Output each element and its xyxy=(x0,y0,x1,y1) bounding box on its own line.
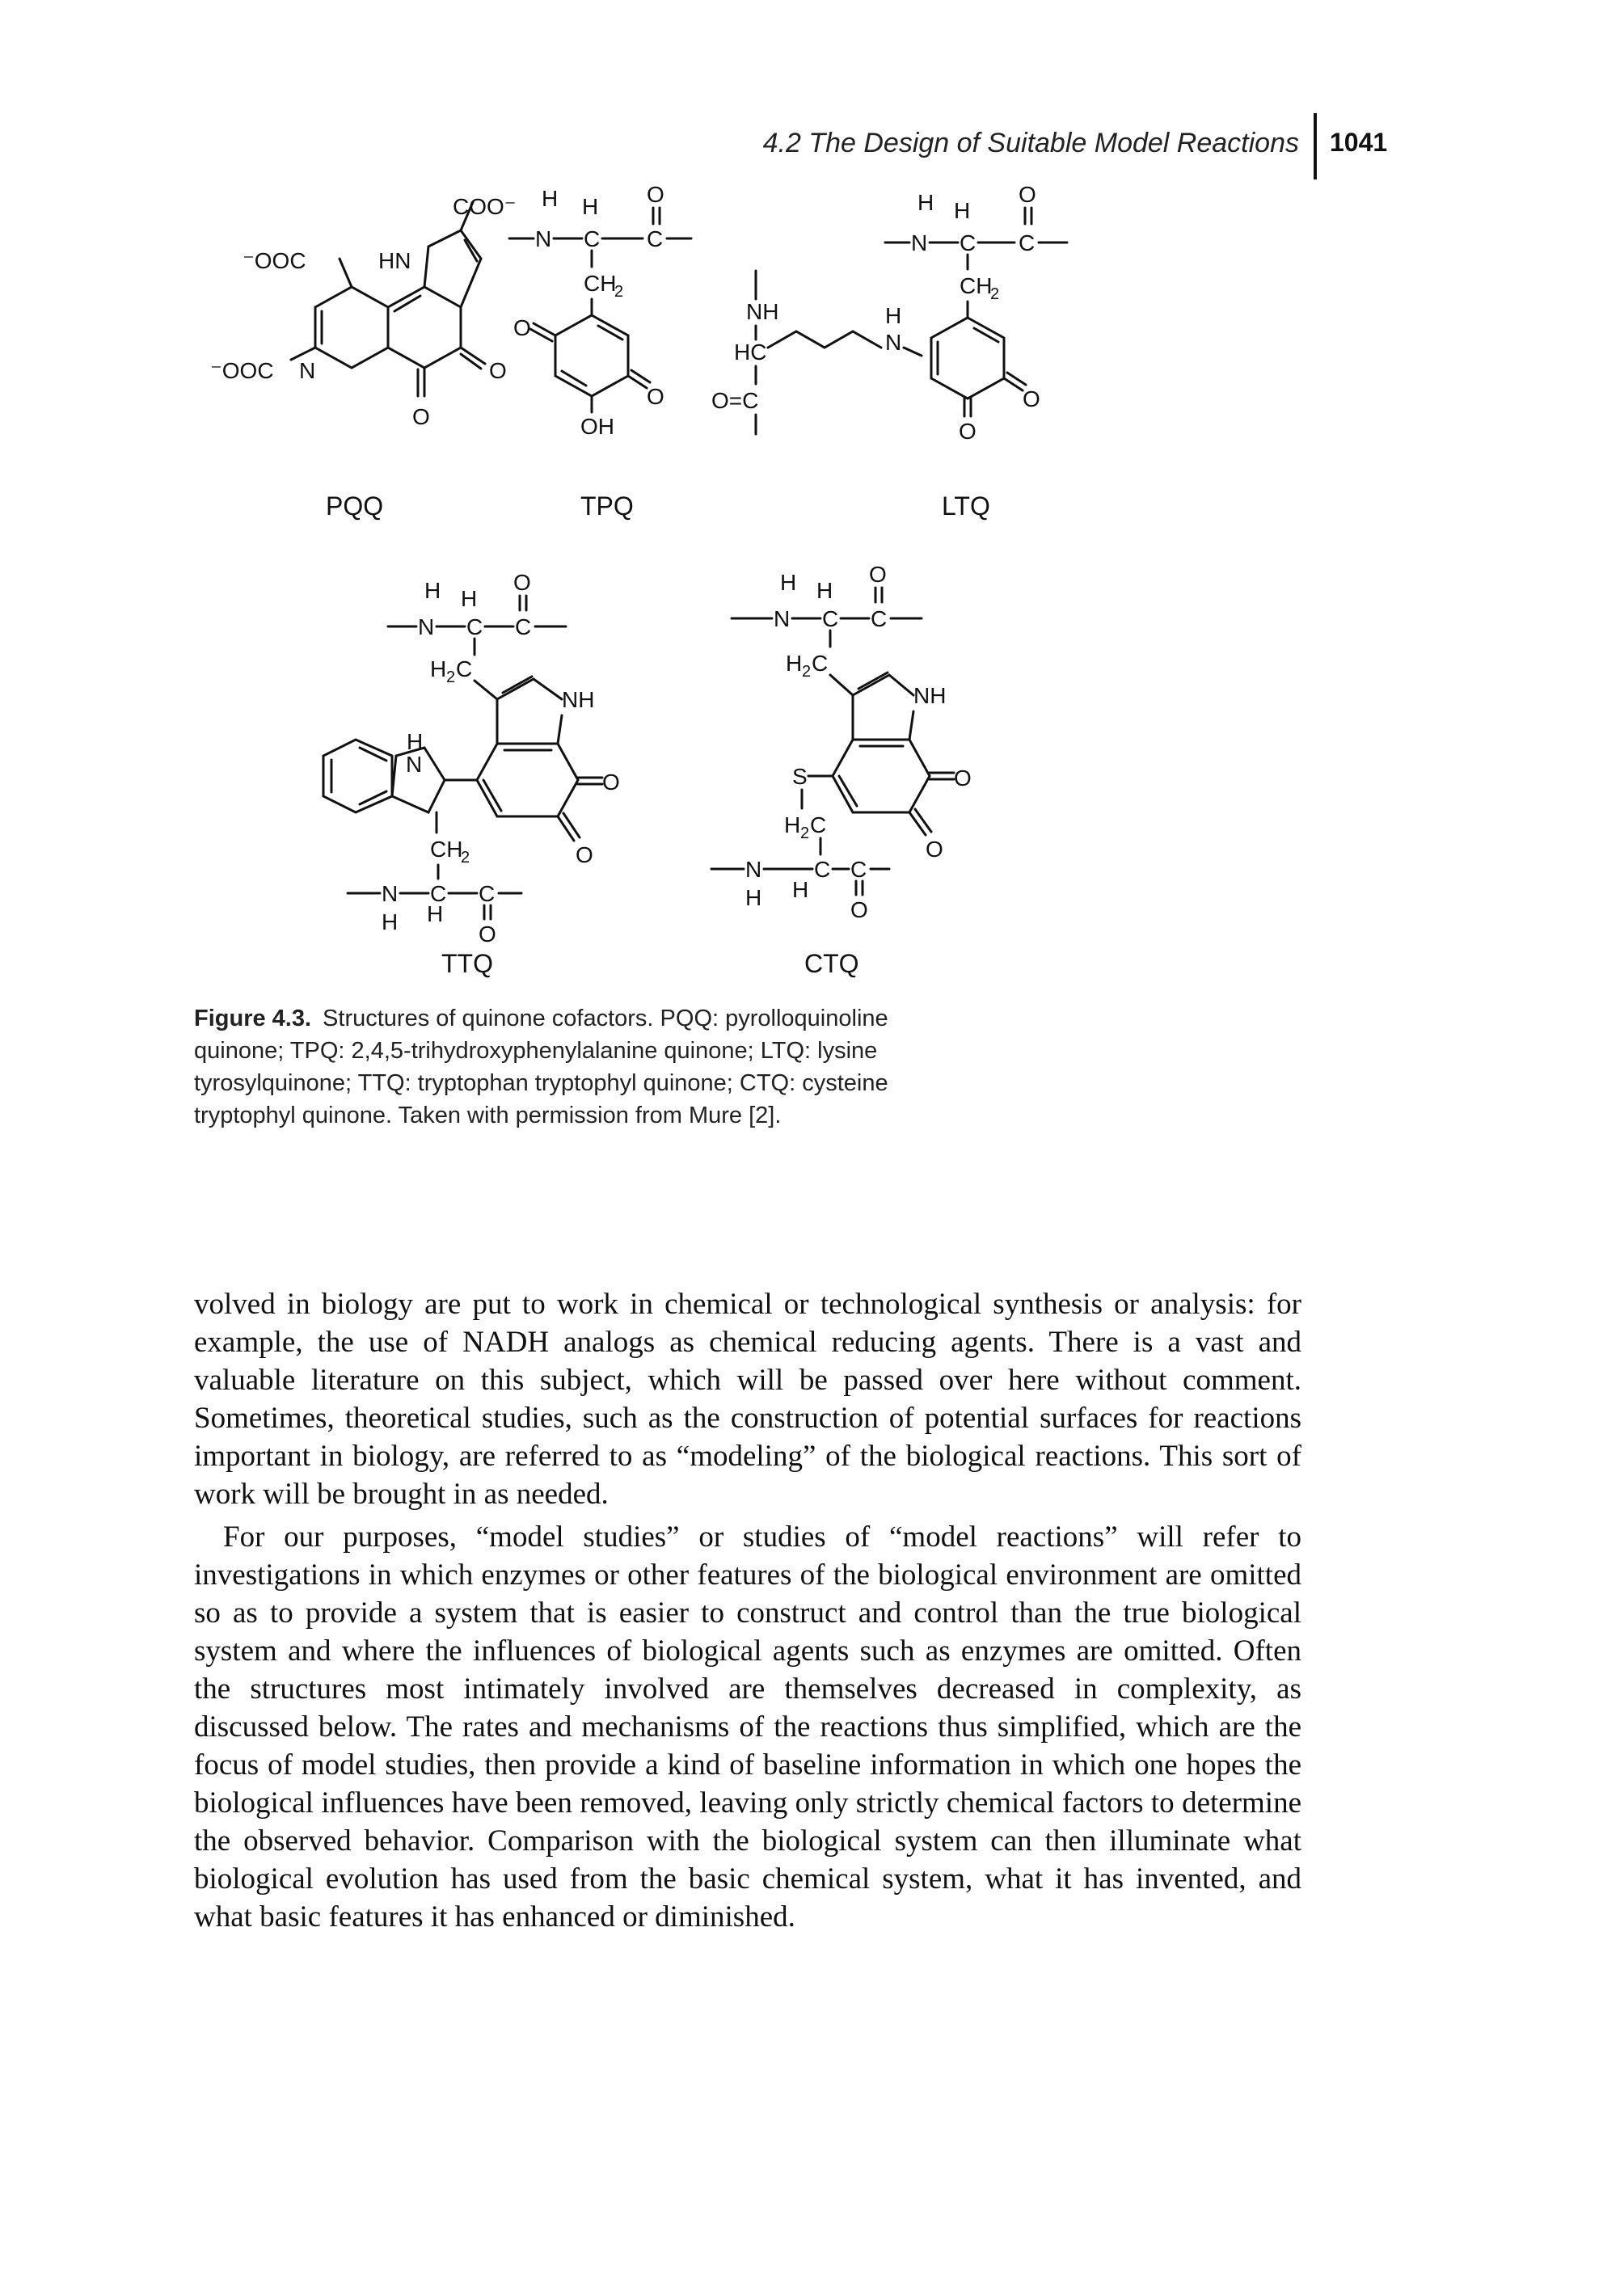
svg-text:H: H xyxy=(542,186,558,211)
svg-text:O: O xyxy=(412,404,430,429)
svg-text:C: C xyxy=(515,614,531,639)
svg-text:H: H xyxy=(954,198,970,223)
svg-text:H: H xyxy=(780,570,796,595)
svg-text:NH: NH xyxy=(913,683,946,708)
svg-text:CH: CH xyxy=(584,271,616,296)
svg-text:O: O xyxy=(479,921,496,947)
figure-caption-text: Structures of quinone cofactors. PQQ: py… xyxy=(194,1006,888,1128)
page-number: 1041 xyxy=(1330,128,1388,157)
svg-text:C: C xyxy=(810,812,826,837)
svg-text:O=C: O=C xyxy=(711,388,758,413)
svg-text:CH: CH xyxy=(430,837,462,862)
svg-text:C: C xyxy=(814,857,830,882)
svg-text:H: H xyxy=(917,190,934,215)
figure-caption: Figure 4.3.Structures of quinone cofacto… xyxy=(194,1002,905,1132)
svg-text:NH: NH xyxy=(562,687,594,712)
svg-text:H: H xyxy=(424,578,441,603)
svg-text:N: N xyxy=(406,752,422,777)
section-title: 4.2 The Design of Suitable Model Reactio… xyxy=(762,128,1299,158)
svg-text:S: S xyxy=(792,764,808,789)
svg-text:N: N xyxy=(299,358,315,383)
svg-text:⁻OOC: ⁻OOC xyxy=(243,248,306,273)
svg-text:H: H xyxy=(786,651,802,676)
label-ctq: CTQ xyxy=(804,949,859,978)
svg-text:H: H xyxy=(430,656,446,681)
svg-text:O: O xyxy=(647,182,664,207)
svg-text:N: N xyxy=(774,606,790,631)
label-pqq: PQQ xyxy=(326,491,383,521)
svg-text:H: H xyxy=(427,901,443,926)
svg-text:NH: NH xyxy=(746,299,778,324)
svg-text:O: O xyxy=(489,358,507,383)
tpq-structure: H H O N C C CH2 O O OH xyxy=(508,182,693,439)
svg-text:O: O xyxy=(959,419,977,444)
svg-text:C: C xyxy=(647,226,663,251)
svg-text:H: H xyxy=(885,303,901,328)
svg-text:N: N xyxy=(418,614,434,639)
svg-text:C: C xyxy=(871,606,887,631)
svg-text:2: 2 xyxy=(800,824,809,842)
svg-text:O: O xyxy=(576,842,593,867)
svg-text:H: H xyxy=(792,877,808,902)
svg-text:N: N xyxy=(535,226,551,251)
svg-text:H: H xyxy=(784,812,800,837)
header-rule xyxy=(1314,113,1317,179)
svg-text:O: O xyxy=(647,384,664,409)
svg-text:C: C xyxy=(822,606,838,631)
svg-text:2: 2 xyxy=(802,663,811,681)
svg-text:H: H xyxy=(745,885,761,910)
svg-text:H: H xyxy=(407,729,423,754)
svg-text:C: C xyxy=(584,226,600,251)
body-paragraph: For our purposes, “model studies” or stu… xyxy=(194,1520,1301,1934)
label-tpq: TPQ xyxy=(580,491,634,521)
svg-text:OH: OH xyxy=(580,414,614,439)
svg-text:O: O xyxy=(513,570,531,595)
svg-text:HN: HN xyxy=(378,248,411,273)
label-ttq: TTQ xyxy=(441,949,493,978)
svg-text:HC: HC xyxy=(734,339,766,365)
body-text: volved in biology are put to work in che… xyxy=(194,1285,1301,1936)
svg-text:H: H xyxy=(382,909,398,934)
svg-text:COO⁻: COO⁻ xyxy=(453,194,517,219)
svg-text:O: O xyxy=(954,765,972,791)
svg-text:C: C xyxy=(812,651,828,676)
svg-text:O: O xyxy=(850,897,868,922)
svg-text:N: N xyxy=(885,330,901,355)
svg-text:C: C xyxy=(850,857,867,882)
svg-text:H: H xyxy=(816,578,833,603)
svg-text:O: O xyxy=(926,837,943,862)
body-paragraph: volved in biology are put to work in che… xyxy=(194,1288,1301,1511)
ltq-structure: NH HC O=C H N H H O N C C CH2 xyxy=(711,182,1069,444)
cofactor-structures-drawing: ⁻OOC HN COO⁻ ⁻OOC N O O H H O N C C CH2 xyxy=(210,182,1069,978)
pqq-structure: ⁻OOC HN COO⁻ ⁻OOC N O O xyxy=(210,194,517,429)
label-ltq: LTQ xyxy=(942,491,990,521)
svg-text:C: C xyxy=(479,881,495,906)
svg-text:C: C xyxy=(466,614,483,639)
svg-text:2: 2 xyxy=(614,283,623,301)
svg-text:CH: CH xyxy=(960,273,992,298)
svg-text:O: O xyxy=(1019,182,1036,207)
svg-text:N: N xyxy=(382,881,398,906)
svg-text:C: C xyxy=(1019,230,1035,255)
svg-text:2: 2 xyxy=(461,849,470,867)
svg-text:C: C xyxy=(456,656,472,681)
svg-text:O: O xyxy=(602,770,620,795)
svg-text:H: H xyxy=(461,586,477,611)
svg-text:2: 2 xyxy=(990,285,999,303)
svg-text:⁻OOC: ⁻OOC xyxy=(210,358,274,383)
svg-text:C: C xyxy=(960,230,976,255)
svg-text:C: C xyxy=(430,881,446,906)
figure-caption-label: Figure 4.3. xyxy=(194,1006,312,1031)
svg-text:O: O xyxy=(869,562,887,587)
svg-text:2: 2 xyxy=(446,668,455,686)
svg-text:H: H xyxy=(582,194,598,219)
svg-text:N: N xyxy=(745,857,761,882)
svg-text:O: O xyxy=(513,315,531,340)
svg-text:N: N xyxy=(911,230,927,255)
svg-text:O: O xyxy=(1023,386,1040,411)
running-header: 4.2 The Design of Suitable Model Reactio… xyxy=(0,0,1624,179)
